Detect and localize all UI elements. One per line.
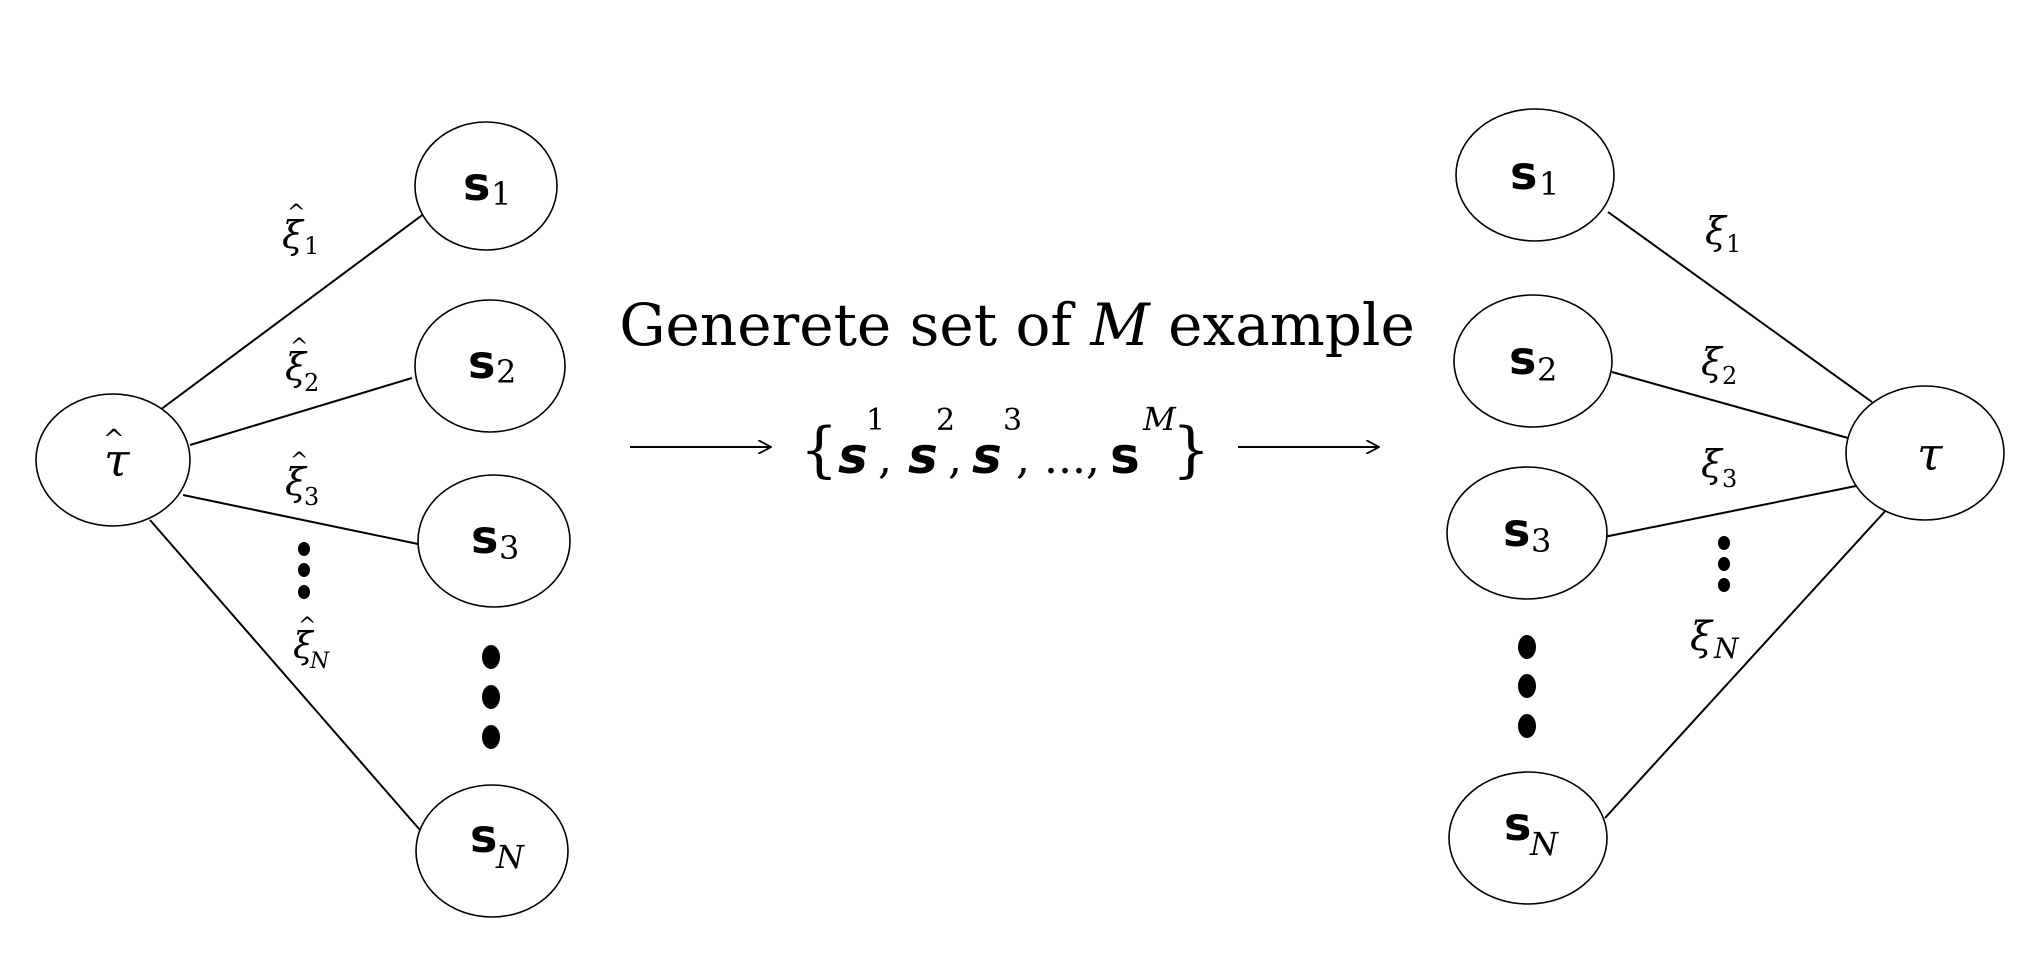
left-node-s3: s 3 xyxy=(417,474,571,608)
set-ellipsis: , ..., xyxy=(1016,433,1100,484)
set-open-brace: { xyxy=(800,415,838,485)
right-edge-label-n: ξ N xyxy=(1690,614,1740,665)
left-root-node: τ ^ xyxy=(35,393,191,527)
middle-title-var: M xyxy=(1089,291,1151,359)
right-node-s1-sub: 1 xyxy=(1539,165,1559,203)
left-edge-label-2-sub: 2 xyxy=(304,369,319,397)
middle-title-prefix: Generete set of xyxy=(619,291,1090,359)
right-edge-label-1: ξ 1 xyxy=(1705,209,1741,258)
left-edge-label-2-hat: ^ xyxy=(290,335,308,360)
middle-title-suffix: example xyxy=(1150,291,1415,359)
set-item-2-sup: 2 xyxy=(936,403,955,438)
left-edge-1 xyxy=(159,212,426,411)
right-root-symbol: τ xyxy=(1917,427,1944,481)
left-edge-label-n: ξ ^ N xyxy=(293,614,330,674)
right-node-sn: s N xyxy=(1448,771,1608,905)
right-edge-labels-ellipsis xyxy=(1718,536,1730,592)
right-edge-label-2-sub: 2 xyxy=(1722,362,1737,390)
middle-title: Generete set of M example xyxy=(619,291,1415,359)
left-edge-label-3-hat: ^ xyxy=(290,449,308,474)
right-edge-3 xyxy=(1603,485,1857,538)
left-node-sn: s N xyxy=(415,784,569,918)
right-node-s3-symbol: s xyxy=(1503,503,1530,557)
set-item-m-sup: M xyxy=(1142,400,1177,438)
left-edge-label-2-symbol: ξ xyxy=(285,345,308,389)
right-edge-label-n-symbol: ξ xyxy=(1690,614,1714,660)
right-edge-label-3: ξ 3 xyxy=(1701,442,1737,493)
left-edge-label-n-hat: ^ xyxy=(298,614,316,639)
set-item-3-sup: 3 xyxy=(1003,403,1022,438)
left-edge-label-3: ξ ^ 3 xyxy=(285,449,319,511)
left-node-s1-sub: 1 xyxy=(491,175,511,213)
left-edge-label-1: ξ ^ 1 xyxy=(282,201,319,260)
left-node-s3-symbol: s xyxy=(471,510,498,564)
right-edge-2 xyxy=(1611,371,1849,439)
right-graph: τ s 1 s 2 s 3 s N xyxy=(1446,108,2005,905)
left-edge-label-3-sub: 3 xyxy=(304,483,319,511)
right-node-sn-sub: N xyxy=(1529,825,1559,863)
left-node-s1: s 1 xyxy=(414,121,558,251)
left-edge-label-1-hat: ^ xyxy=(287,201,305,226)
set-item-m-symbol: s xyxy=(1110,427,1140,485)
set-item-1-sup: 1 xyxy=(866,403,885,438)
left-edge-labels-ellipsis xyxy=(298,542,310,599)
right-node-s1-symbol: s xyxy=(1510,146,1537,200)
left-node-s2: s 2 xyxy=(414,299,566,433)
left-edge-label-3-symbol: ξ xyxy=(285,460,308,504)
left-node-s1-symbol: s xyxy=(463,157,490,211)
left-edge-label-1-sub: 1 xyxy=(304,232,319,260)
set-comma-2: , xyxy=(948,433,962,484)
right-nodes-ellipsis xyxy=(1518,635,1536,738)
example-set: { s 1 , s 2 , s 3 , ..., s M } xyxy=(800,400,1210,485)
left-node-sn-sub: N xyxy=(495,838,525,876)
left-edge-label-n-sub: N xyxy=(309,649,330,674)
left-node-s2-sub: 2 xyxy=(496,353,516,391)
middle-section: Generete set of M example { s 1 , s 2 , … xyxy=(619,291,1415,485)
left-edge-2 xyxy=(189,377,413,446)
right-edge-label-3-sub: 3 xyxy=(1722,465,1737,493)
left-edge-label-2: ξ ^ 2 xyxy=(285,335,319,397)
right-edge-label-n-sub: N xyxy=(1713,632,1740,665)
right-node-sn-symbol: s xyxy=(1504,797,1531,851)
right-edge-label-1-sub: 1 xyxy=(1726,230,1741,258)
set-close-brace: } xyxy=(1172,415,1210,485)
right-root-node: τ xyxy=(1845,385,2005,521)
left-edge-n xyxy=(149,519,421,831)
left-node-s3-sub: 3 xyxy=(499,529,519,567)
right-node-s3: s 3 xyxy=(1446,466,1608,600)
left-node-sn-symbol: s xyxy=(470,809,497,863)
right-edge-label-1-symbol: ξ xyxy=(1705,209,1728,253)
left-graph: τ ^ s 1 s 2 s 3 s N xyxy=(35,121,571,918)
set-item-3-symbol: s xyxy=(972,427,1002,485)
right-edge-label-2: ξ 2 xyxy=(1701,340,1737,390)
right-edge-n xyxy=(1604,507,1889,819)
right-edge-label-3-symbol: ξ xyxy=(1701,442,1724,486)
right-edge-1 xyxy=(1607,211,1873,403)
left-edge-label-n-symbol: ξ xyxy=(293,626,315,667)
left-node-s2-symbol: s xyxy=(468,335,495,389)
left-root-symbol: τ xyxy=(104,433,131,487)
right-node-s2-sub: 2 xyxy=(1537,351,1557,389)
right-node-s2: s 2 xyxy=(1453,294,1613,428)
set-comma-1: , xyxy=(878,433,892,484)
right-edge-label-2-symbol: ξ xyxy=(1701,340,1724,384)
right-node-s1: s 1 xyxy=(1455,108,1615,242)
left-root-hat: ^ xyxy=(103,425,125,455)
left-edge-label-1-symbol: ξ xyxy=(282,213,305,257)
right-node-s3-sub: 3 xyxy=(1531,522,1551,560)
set-item-2-symbol: s xyxy=(908,427,938,485)
left-nodes-ellipsis xyxy=(482,645,500,749)
set-item-1-symbol: s xyxy=(838,427,868,485)
right-node-s2-symbol: s xyxy=(1509,331,1536,385)
left-edge-3 xyxy=(182,494,419,545)
